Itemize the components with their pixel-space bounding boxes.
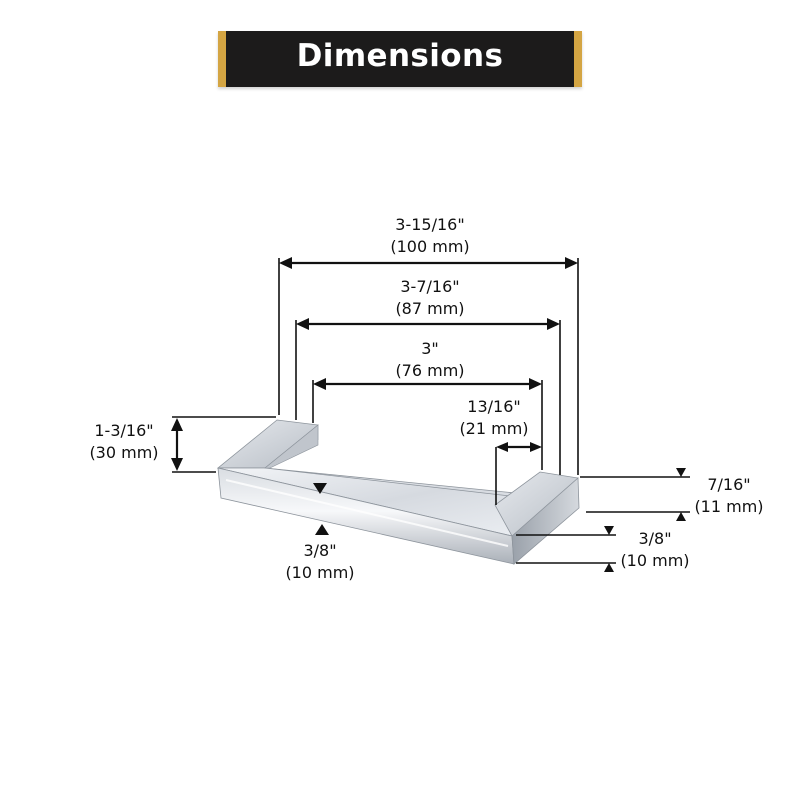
arrow-post-right [530, 442, 542, 452]
bar-end-face [511, 477, 580, 565]
label-projection-metric: (30 mm) [89, 443, 159, 462]
arrow-post-left [496, 442, 508, 452]
witness-lines [172, 258, 690, 564]
label-bar-depth-imperial: 3/8" [638, 529, 672, 548]
label-outer-post-span: 3-7/16" (87 mm) [380, 276, 480, 320]
label-post-width-imperial: 13/16" [467, 397, 521, 416]
arrow-cc-right [529, 378, 542, 390]
arrow-projection-bottom [171, 458, 183, 471]
dimension-lines [175, 261, 568, 462]
arrow-span-left [296, 318, 309, 330]
arrow-projection-top [171, 418, 183, 431]
label-bar-height: 7/16" (11 mm) [684, 474, 774, 518]
label-bar-depth: 3/8" (10 mm) [610, 528, 700, 572]
arrow-overall-left [279, 257, 292, 269]
arrow-cc-left [313, 378, 326, 390]
label-overall-length: 3-15/16" (100 mm) [378, 214, 482, 258]
left-post-inner-face [264, 424, 319, 469]
label-bar-width-metric: (10 mm) [285, 563, 355, 582]
label-bar-depth-metric: (10 mm) [620, 551, 690, 570]
arrow-depth-bottom [604, 563, 614, 572]
header-accent-right [574, 31, 582, 87]
handle-body [216, 419, 580, 565]
label-outer-post-span-metric: (87 mm) [395, 299, 465, 318]
arrow-height-top [676, 468, 686, 477]
label-post-width: 13/16" (21 mm) [444, 396, 544, 440]
header-accent-left [218, 31, 226, 87]
label-post-width-metric: (21 mm) [459, 419, 529, 438]
label-center-to-center-metric: (76 mm) [395, 361, 465, 380]
arrow-height-bottom [676, 512, 686, 521]
label-projection: 1-3/16" (30 mm) [76, 420, 172, 464]
label-bar-width: 3/8" (10 mm) [270, 540, 370, 584]
arrow-bar-width-top [313, 483, 327, 494]
arrow-span-right [547, 318, 560, 330]
label-overall-length-imperial: 3-15/16" [395, 215, 465, 234]
arrowheads [171, 257, 686, 572]
arrow-depth-top [604, 526, 614, 535]
arrow-bar-width-bottom [315, 524, 329, 535]
label-bar-height-metric: (11 mm) [694, 497, 764, 516]
page-title: Dimensions [296, 38, 504, 74]
label-outer-post-span-imperial: 3-7/16" [400, 277, 460, 296]
label-projection-imperial: 1-3/16" [94, 421, 154, 440]
label-bar-height-imperial: 7/16" [707, 475, 751, 494]
bar-highlight [225, 479, 509, 547]
label-bar-width-imperial: 3/8" [303, 541, 337, 560]
label-overall-length-metric: (100 mm) [390, 237, 470, 256]
dimensions-header-banner: Dimensions [218, 31, 582, 87]
label-center-to-center-imperial: 3" [421, 339, 439, 358]
arrow-overall-right [565, 257, 578, 269]
label-center-to-center: 3" (76 mm) [380, 338, 480, 382]
